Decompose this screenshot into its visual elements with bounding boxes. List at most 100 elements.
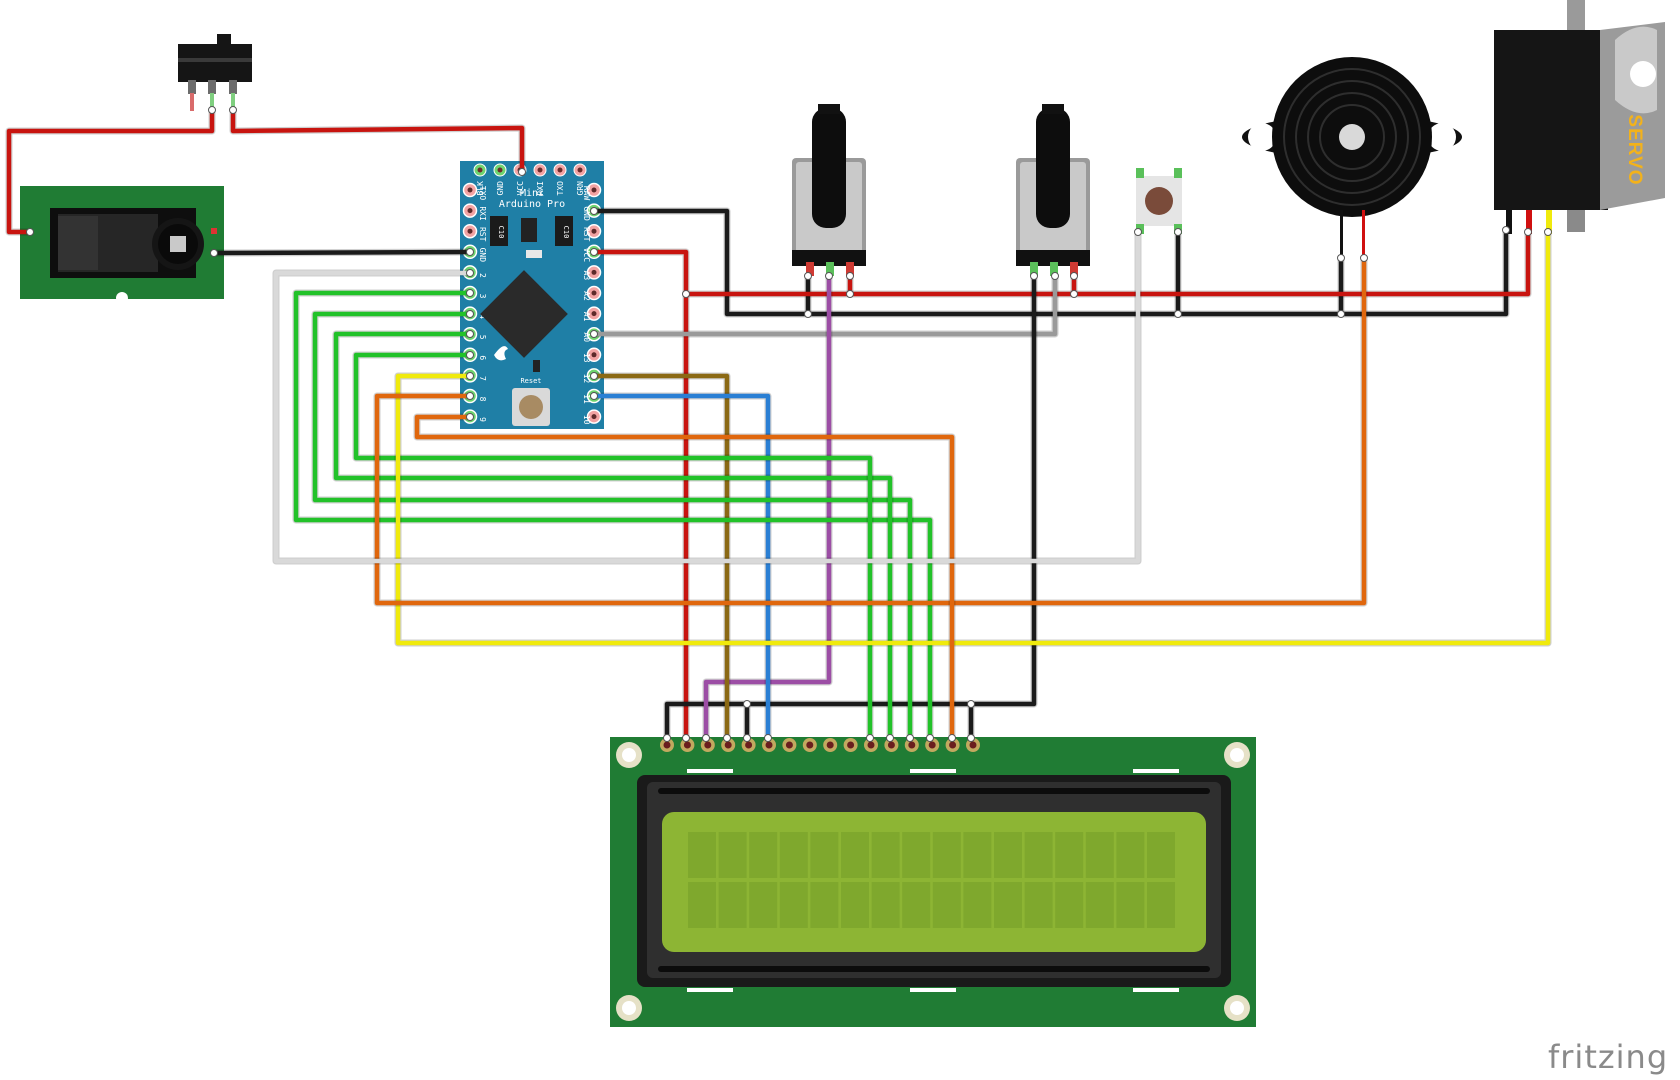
lcd-cell (688, 882, 716, 928)
lcd-cell (718, 832, 747, 878)
lcd-cell (1147, 832, 1175, 878)
pin-label: TXO (478, 186, 487, 201)
potentiometer-2 (1016, 104, 1090, 276)
pin-label: RXI (536, 181, 545, 196)
lcd-cell (1024, 882, 1053, 928)
wire-a0-pot2 (591, 273, 1058, 337)
lcd-cell (871, 882, 900, 928)
board-name-line1: Mini (520, 188, 544, 199)
potentiometer-1 (792, 104, 866, 276)
pin-label: RST (582, 227, 591, 242)
pin-label: RST (478, 227, 487, 242)
lcd-cell (779, 832, 808, 878)
wire-switch-to-jack (6, 107, 215, 235)
lcd-cell (871, 832, 900, 878)
fritzing-watermark: fritzing (1548, 1038, 1668, 1076)
top-pin-row: BLK GND VCC RXI TXO GRN (473, 163, 587, 196)
pin-label: 2 (478, 273, 487, 278)
wire-pin12-rs (591, 373, 730, 741)
lcd-cell (1085, 832, 1114, 878)
lcd-cell (1116, 832, 1145, 878)
pin-label: A3 (582, 271, 591, 281)
pin-label: RAW (582, 186, 591, 201)
pin-label: 12 (582, 374, 591, 384)
wire-pin4-d6 (312, 311, 913, 741)
lcd-cell (1024, 832, 1053, 878)
lcd-cell (1055, 832, 1084, 878)
pin-label: A1 (582, 312, 591, 322)
wire-jack-gnd (211, 249, 473, 256)
pin-label: 9 (478, 417, 487, 422)
pin-label: GND (478, 248, 487, 263)
pushbutton[interactable] (1136, 168, 1182, 234)
lcd-cell (841, 882, 869, 928)
pin-label: 8 (478, 397, 487, 402)
wire-pin9-backlight (414, 414, 955, 741)
wire-pin3-d7 (293, 290, 933, 741)
lcd-cell (994, 882, 1022, 928)
lcd-cell (1116, 882, 1145, 928)
lcd-cell (932, 832, 961, 878)
reset-button[interactable] (519, 395, 543, 419)
pin-label: BLK (476, 181, 485, 196)
wire-ground-bus (591, 208, 1509, 317)
pin-label: GND (496, 181, 505, 196)
wire-pin6-d4 (353, 352, 873, 741)
wire-switch-to-vcc (230, 107, 525, 175)
wire-pin8-buzzer (374, 255, 1367, 606)
wires (5, 106, 1552, 742)
slide-switch (178, 34, 252, 111)
pin-label: A2 (582, 291, 591, 301)
piezo-buzzer (1242, 57, 1462, 260)
pin-label: VCC (516, 181, 525, 196)
board-name-line2: Arduino Pro (499, 199, 565, 210)
lcd-cell (1055, 882, 1084, 928)
pin-label: 11 (582, 394, 591, 404)
dc-power-jack (20, 186, 224, 304)
pin-label: TXO (556, 181, 565, 196)
lcd-cell (902, 832, 931, 878)
capacitor-label-1: C10 (497, 226, 505, 239)
pin-label: 10 (582, 415, 591, 425)
servo-motor: SERVO (1494, 0, 1665, 234)
lcd-cell (688, 832, 716, 878)
lcd-cell (1147, 882, 1175, 928)
pin-label: 4 (478, 314, 487, 319)
lcd-cell (810, 832, 839, 878)
servo-label: SERVO (1624, 114, 1645, 185)
wire-pot2-gnd-lcd (664, 273, 1037, 741)
pin-label: 6 (478, 355, 487, 360)
reset-label: Reset (520, 377, 541, 385)
wire-pin7-servo (395, 229, 1551, 646)
pin-label: GND (582, 206, 591, 221)
lcd-cell (749, 882, 778, 928)
lcd-cell (749, 832, 778, 878)
pin-label: 5 (478, 335, 487, 340)
lcd-cell (1085, 882, 1114, 928)
lcd-cell (902, 882, 931, 928)
capacitor-label-2: C10 (562, 226, 570, 239)
pin-label: GRN (576, 181, 585, 196)
lcd-16x2 (610, 737, 1256, 1027)
lcd-cell (932, 882, 961, 928)
pin-label: 7 (478, 376, 487, 381)
wire-pin2-button (273, 229, 1141, 564)
lcd-character-grid (688, 832, 1175, 928)
pin-label: 3 (478, 294, 487, 299)
lcd-cell (963, 832, 992, 878)
lcd-cell (841, 832, 869, 878)
lcd-cell (718, 882, 747, 928)
sparkfun-flame-icon (494, 346, 508, 361)
lcd-cell (779, 882, 808, 928)
lcd-cell (994, 832, 1022, 878)
lcd-cell (810, 882, 839, 928)
lcd-cell (963, 882, 992, 928)
pin-label: RXI (478, 206, 487, 221)
pin-label: 13 (582, 353, 591, 363)
pin-label: VCC (582, 248, 591, 263)
wire-pin11-enable (591, 393, 771, 741)
wire-pin5-d5 (333, 331, 893, 741)
